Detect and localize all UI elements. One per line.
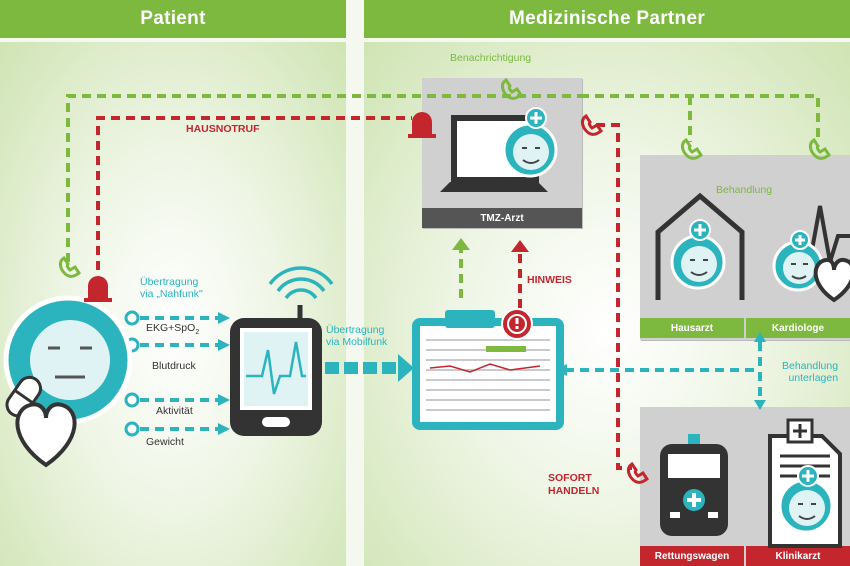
tmz-footer: TMZ-Arzt [422,208,582,228]
behandlungsunterlagen-label: Behandlung unterlagen [782,360,838,384]
ekg-text: EKG+SpO [146,322,196,334]
unterlagen-line1: Behandlung [782,360,839,372]
heart-icon [15,402,77,468]
ekg-label: EKG+SpO2 [146,322,199,336]
ekg-subscript: 2 [195,329,200,337]
mobilfunk-line2: via Mobilfunk [326,336,388,348]
alarm-lines [96,116,632,470]
clipboard-icon [412,310,564,430]
hausarzt-label: Hausarzt [670,322,714,334]
benachrichtigung-label: Benachrichtigung [450,52,532,64]
doctor-face-icon [502,107,558,178]
klinikarzt-label: Klinikarzt [775,550,821,562]
header-partners: Medizinische Partner [364,0,850,38]
phone-icon-red [580,113,650,484]
kardiologe-footer: Kardiologe [746,318,850,338]
phone-icon [58,77,832,278]
green-arrow-up [452,238,470,250]
red-arrow-up [511,240,529,252]
header-patient-label: Patient [140,8,206,29]
mobilfunk-line1: Übertragung [326,324,385,336]
nahfunk-line1: Übertragung [140,276,199,288]
rettungswagen-footer: Rettungswagen [640,546,744,566]
alarm-light-icon [84,112,436,302]
rettungswagen-label: Rettungswagen [654,550,730,562]
house-icon [655,192,745,300]
smartphone-icon [230,305,322,436]
header-patient: Patient [0,0,346,38]
wifi-signal-icon [268,266,334,300]
gewicht-label: Gewicht [146,436,184,448]
aktivitaet-label: Aktivität [156,405,193,417]
nahfunk-line2: via „Nahfunk" [140,288,203,300]
ambulance-icon [660,434,728,536]
hausarzt-footer: Hausarzt [640,318,744,338]
behandlung-label: Behandlung [716,184,773,196]
notification-lines [66,94,820,298]
sofort-handeln-label: SOFORT HANDELN [548,472,599,498]
doctor-face-icon [670,219,726,290]
warning-icon [501,308,533,340]
mobilfunk-label: Übertragung via Mobilfunk [326,324,387,348]
hinweis-label: HINWEIS [527,274,572,286]
hausnotruf-label: HAUSNOTRUF [186,123,260,135]
sofort-line2: HANDELN [548,485,600,497]
kardiologe-label: Kardiologe [771,322,825,334]
klinikarzt-footer: Klinikarzt [746,546,850,566]
unterlagen-line2: unterlagen [788,372,839,384]
nahfunk-label: Übertragung via „Nahfunk" [140,276,203,300]
blutdruck-label: Blutdruck [152,360,196,372]
doctor-face-icon [778,465,834,534]
header-partners-label: Medizinische Partner [508,8,706,29]
transfer-lines [140,316,762,431]
sofort-line1: SOFORT [548,472,592,484]
heart-icon [813,257,850,303]
doctor-face-icon [772,230,824,292]
tmz-label: TMZ-Arzt [480,212,524,224]
